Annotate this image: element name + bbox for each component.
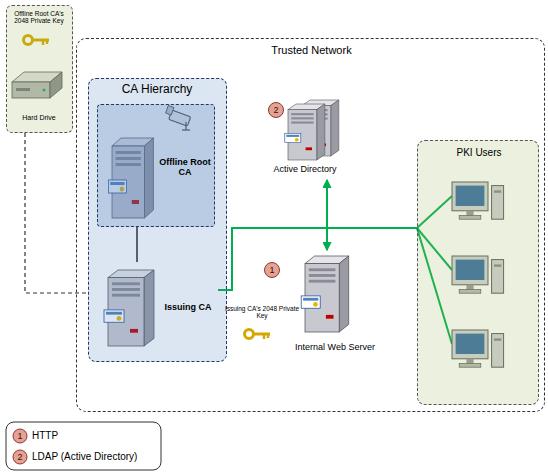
legend-text: LDAP (Active Directory) <box>32 451 137 463</box>
node-label: PKI Users <box>456 147 502 159</box>
key-storage-box: Offline Root CA's 2048 Private KeyHard D… <box>6 5 73 133</box>
node-label: Offline Root CA's 2048 Private Key <box>9 10 69 25</box>
callout-circle <box>13 429 27 443</box>
network-zone: Trusted Network CA HierarchyOffline Root … <box>76 38 545 412</box>
issuing-ca-server: Issuing CA <box>100 262 218 352</box>
connector <box>218 228 327 290</box>
node-label: Active Directory <box>258 164 352 174</box>
callout-circle <box>13 450 27 464</box>
connector <box>327 180 417 228</box>
callout-circle <box>269 103 284 118</box>
node-label: Internal Web Server <box>285 342 385 352</box>
connector <box>25 133 88 293</box>
key-label: Issuing CA's 2048 Private Key <box>224 305 300 320</box>
user-group: PKI Users <box>417 140 539 405</box>
node-label: Hard Drive <box>7 114 71 122</box>
legend-text: HTTP <box>32 430 58 442</box>
ca-group: CA HierarchyOffline Root CA Issuing CA <box>88 78 227 362</box>
callout-number: 1 <box>13 429 27 443</box>
root-ca-box: Offline Root CA <box>97 104 215 227</box>
key-icon <box>245 330 271 340</box>
legend-box <box>6 422 161 470</box>
callout-number: 1 <box>265 263 279 277</box>
connector <box>327 228 417 250</box>
server-icon <box>301 256 349 332</box>
web-server: Internal Web Server <box>285 250 385 358</box>
directory-server: Active Directory <box>258 92 352 180</box>
callout-circle <box>265 263 280 278</box>
node-label: Trusted Network <box>227 44 396 57</box>
node-label: CA Hierarchy <box>89 83 225 97</box>
callout-number: 2 <box>13 450 27 464</box>
node-label: Issuing CA <box>158 302 218 312</box>
node-label: Offline Root CA <box>158 157 212 178</box>
callout-number: 2 <box>269 103 283 117</box>
connector <box>218 180 327 290</box>
server-icon <box>285 104 325 160</box>
